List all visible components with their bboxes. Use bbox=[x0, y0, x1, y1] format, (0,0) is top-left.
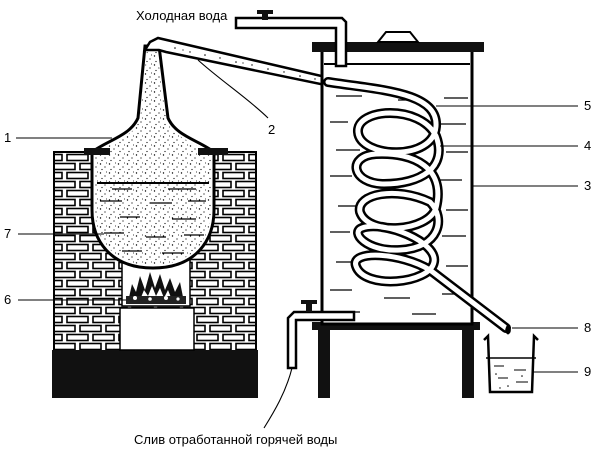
distillation-flask bbox=[84, 44, 228, 270]
furnace-base bbox=[52, 350, 258, 398]
ash-pit-door bbox=[119, 307, 195, 351]
distillate-drop-icon bbox=[505, 323, 511, 335]
flask-flange-right bbox=[198, 148, 228, 155]
condenser-leg-left bbox=[318, 324, 330, 398]
fire-icon bbox=[126, 272, 186, 304]
label-6: 6 bbox=[4, 292, 11, 307]
label-7: 7 bbox=[4, 226, 11, 241]
label-5: 5 bbox=[584, 98, 591, 113]
label-1: 1 bbox=[4, 130, 11, 145]
condenser-leg-right bbox=[462, 324, 474, 398]
leader-lines bbox=[16, 59, 578, 429]
label-2: 2 bbox=[268, 122, 275, 137]
valve-icon bbox=[301, 300, 317, 312]
condenser-lid bbox=[312, 42, 484, 52]
condenser-lid-handle bbox=[375, 31, 421, 43]
label-3: 3 bbox=[584, 178, 591, 193]
vapor-pipe bbox=[142, 36, 332, 88]
condenser-coil bbox=[323, 77, 511, 335]
cold-water-inlet-pipe bbox=[234, 10, 348, 68]
label-9: 9 bbox=[584, 364, 591, 379]
label-8: 8 bbox=[584, 320, 591, 335]
valve-icon bbox=[257, 10, 273, 20]
flask-flange-left bbox=[84, 148, 110, 155]
receiving-beaker bbox=[483, 333, 539, 394]
condenser-bottom-rim bbox=[312, 322, 480, 330]
label-4: 4 bbox=[584, 138, 591, 153]
caption-hot-water-drain: Слив отработанной горячей воды bbox=[134, 432, 337, 447]
flask-vapor bbox=[95, 50, 211, 265]
flask-liquid-lines bbox=[97, 182, 209, 254]
caption-cold-water: Холодная вода bbox=[136, 8, 228, 23]
